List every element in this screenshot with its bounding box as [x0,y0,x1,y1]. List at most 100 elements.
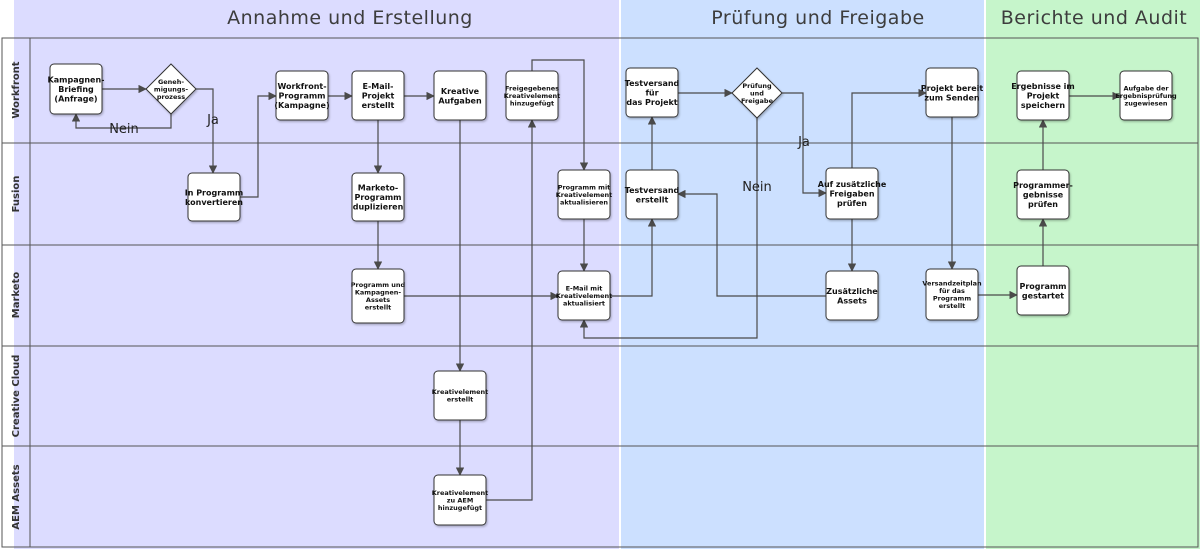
node-label-line: E-Mail- [363,82,394,91]
phase-title-berichte: Berichte und Audit [1001,7,1188,29]
edges [71,59,1121,501]
node-label-line: Programm [354,193,401,202]
node-n4[interactable]: Workfront-Programm(Kampagne) [274,70,330,121]
node-label-line: Freigabe [741,97,774,105]
node-label-line: das Projekt [626,98,677,107]
node-label-line: erstellt [939,302,966,310]
node-label-line: E-Mail mit [566,284,603,292]
node-label-line: für das [939,287,965,295]
process-box [625,67,679,118]
node-label-line: Aufgabe der [1123,84,1169,92]
node-label-line: In Programm [185,188,244,197]
node-label-line: Programmer- [1013,181,1073,190]
node-label-line: Kreativelement [556,191,613,199]
node-label-line: gestartet [1022,291,1064,300]
edge-label-ja: Ja [797,135,810,150]
node-label-line: Kreativelement [504,92,561,100]
node-label-line: Assets [366,296,390,304]
edge-n13-n14 [610,218,657,297]
node-label-line: prüfen [837,199,867,208]
edge-n16-n17 [782,92,827,198]
node-label-line: Aufgaben [438,96,482,105]
node-label-line: Assets [837,296,867,305]
node-label-line: Kampagnen- [355,289,402,297]
node-label-line: Briefing [58,85,94,94]
edge-n11-n12 [531,59,589,171]
node-label-line: prüfen [1028,200,1058,209]
node-label-line: hinzugefügt [510,99,554,107]
node-label-line: Testversand [625,186,680,195]
node-label-line: erstellt [362,101,395,110]
node-label-line: Freigegebenes [505,84,559,92]
node-label-line: Geneh- [158,78,184,86]
lane-label-aem-assets: AEM Assets [11,464,22,529]
process-box [351,172,405,222]
edge-n18-n14 [677,189,826,297]
node-n2[interactable]: Geneh-migungs-prozess [145,63,197,115]
node-label-line: konvertieren [185,198,243,207]
process-box [925,268,979,321]
phase-title-pruefung: Prüfung und Freigabe [711,7,924,29]
node-label-line: (Kampagne) [274,101,329,110]
process-box [557,169,611,220]
node-label-line: Programm [1019,282,1066,291]
lane-frame [1,37,1199,548]
lane-labels: Workfront Fusion Marketo Creative Cloud … [11,61,22,529]
node-label-line: erstellt [636,195,669,204]
node-label-line: speichern [1021,101,1065,110]
process-box [825,270,879,321]
node-label-line: Kreativelement [432,489,489,497]
process-box [1016,169,1070,220]
nodes: Kampagnen-Briefing(Anfrage) Geneh-migungs… [48,63,1177,526]
node-label-line: Testversand [625,79,680,88]
edge-label-nein: Nein [742,180,772,195]
node-label-line: Programm [278,92,325,101]
process-box [825,167,879,220]
node-label-line: Projekt bereit [921,84,984,93]
node-label-line: Freigaben [829,190,874,199]
node-n1[interactable]: Kampagnen-Briefing(Anfrage) [48,63,105,115]
phase-titles: Annahme und Erstellung Prüfung und Freig… [227,7,1187,29]
node-label-line: Projekt [1027,92,1060,101]
node-label-line: hinzugefügt [438,504,482,512]
node-label-line: gebnisse [1023,191,1064,200]
process-box [351,268,405,324]
edge-n10-n11 [486,119,537,501]
node-label-line: Kreativelement [432,388,489,396]
lane-label-creative-cloud: Creative Cloud [11,355,22,438]
process-box [625,169,679,220]
node-label-line: Ergebnisse im [1011,82,1075,91]
node-label-line: erstellt [447,396,474,404]
node-label-line: Prüfung [742,82,772,90]
process-box [505,70,559,121]
decision-diamond [731,67,783,119]
node-label-line: Kreativelement [556,292,613,300]
process-box [433,370,487,421]
edge-label-ja: Ja [206,113,219,128]
process-box [1016,265,1070,316]
lane-label-fusion: Fusion [11,176,22,213]
